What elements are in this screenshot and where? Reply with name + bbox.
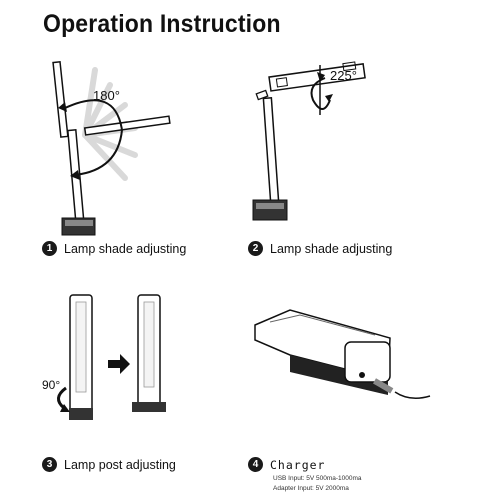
step-1-text: Lamp shade adjusting bbox=[64, 241, 187, 256]
page-title: Operation Instruction bbox=[43, 10, 281, 38]
lamp-post-fold-figure bbox=[57, 294, 166, 420]
step-4-text: Charger bbox=[270, 457, 326, 472]
step-number-badge: 4 bbox=[248, 457, 263, 472]
step-4-label: 4 Charger bbox=[248, 457, 325, 472]
step-1-label: 1 Lamp shade adjusting bbox=[42, 241, 186, 256]
step-2-label: 2 Lamp shade adjusting bbox=[248, 241, 392, 256]
step-number-badge: 3 bbox=[42, 457, 57, 472]
lamp-180-rotation-figure bbox=[52, 60, 171, 236]
adapter-input-spec: Adapter Input: 5V 2000ma bbox=[273, 485, 349, 492]
angle-label-90: 90° bbox=[42, 378, 61, 392]
step-number-badge: 2 bbox=[248, 241, 263, 256]
step-number-badge: 1 bbox=[42, 241, 57, 256]
angle-label-225: 225° bbox=[330, 68, 357, 83]
angle-label-180: 180° bbox=[93, 88, 120, 103]
usb-input-spec: USB Input: 5V 500ma-1000ma bbox=[273, 475, 362, 482]
step-2-text: Lamp shade adjusting bbox=[270, 241, 393, 256]
step-3-label: 3 Lamp post adjusting bbox=[42, 457, 176, 472]
charger-figure bbox=[254, 309, 431, 399]
lamp-225-rotation-figure bbox=[252, 61, 366, 221]
step-3-text: Lamp post adjusting bbox=[64, 457, 176, 472]
